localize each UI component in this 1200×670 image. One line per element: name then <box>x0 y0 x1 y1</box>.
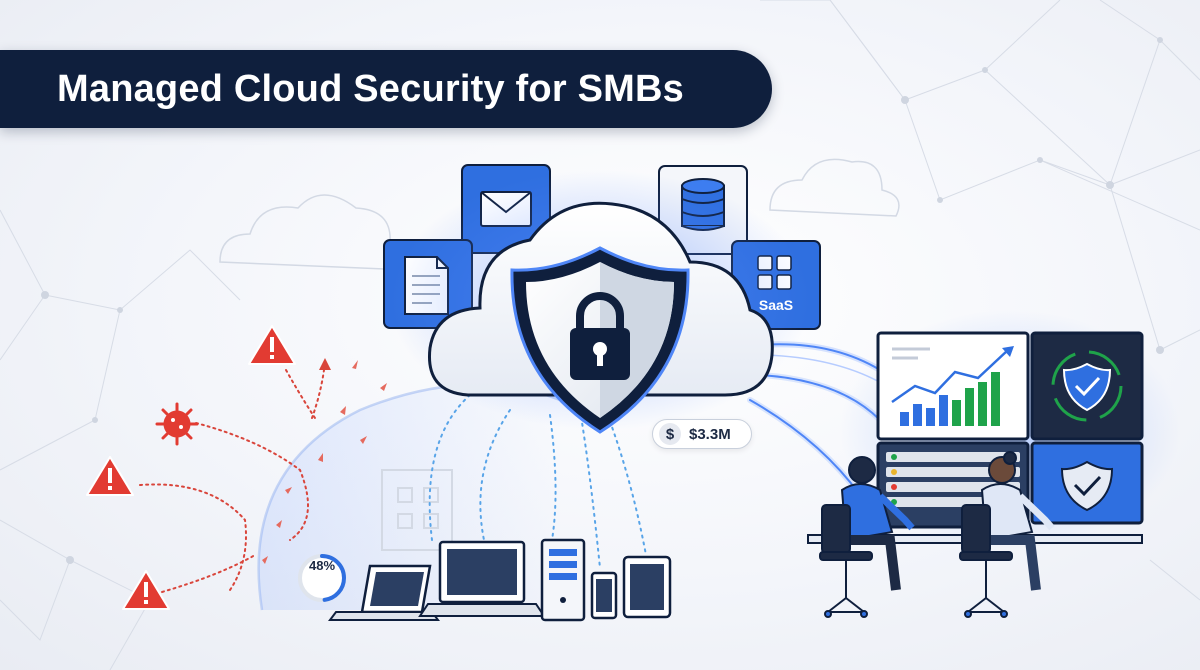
phone-icon <box>590 571 618 620</box>
dollar-icon: $ <box>659 423 681 445</box>
threat-arrowhead <box>319 358 331 370</box>
person-at-desk-icon <box>819 456 915 618</box>
shield-check-icon <box>1060 460 1114 512</box>
warning-icon <box>248 325 296 365</box>
cost-badge: $ $3.3M <box>652 419 752 449</box>
cost-amount: $3.3M <box>689 425 731 443</box>
warning-icon <box>86 456 134 496</box>
title-banner: Managed Cloud Security for SMBs <box>0 50 772 128</box>
server-tower-icon <box>540 538 586 622</box>
shield-status-monitor <box>1030 441 1144 525</box>
person-at-desk-icon <box>959 451 1055 618</box>
saas-label: SaaS <box>758 297 794 313</box>
security-status-monitor <box>1030 331 1144 441</box>
progress-label: 48% <box>308 558 336 573</box>
shield-check-icon <box>1062 362 1112 412</box>
warning-icon <box>122 570 170 610</box>
threat-paths <box>139 361 326 593</box>
laptop-icon <box>418 540 546 617</box>
analytics-monitor <box>876 331 1030 441</box>
shield-lock-icon <box>510 246 690 434</box>
building-icon <box>381 469 453 551</box>
progress-ring <box>298 554 346 602</box>
virus-icon <box>155 402 199 446</box>
network-nodes <box>41 37 1164 564</box>
tablet-icon <box>622 555 672 619</box>
bar-chart-icon <box>891 346 1014 426</box>
page-title: Managed Cloud Security for SMBs <box>57 67 684 110</box>
threat-fragments <box>262 360 387 564</box>
